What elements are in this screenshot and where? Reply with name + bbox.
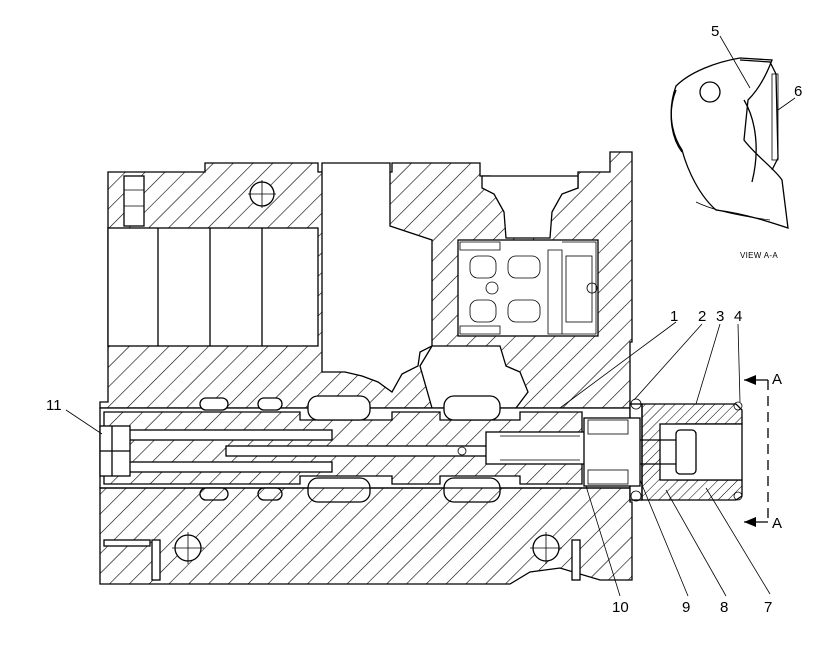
- callout-10: 10: [612, 599, 629, 616]
- left-bore: [107, 227, 319, 347]
- callout-6: 6: [794, 83, 802, 100]
- view-a-a-inset: VIEW A-A: [670, 57, 789, 260]
- callout-5: 5: [711, 23, 719, 40]
- callout-4: 4: [734, 308, 742, 325]
- section-line-a-a: A A: [744, 371, 782, 532]
- view-caption: VIEW A-A: [740, 251, 778, 260]
- center-drill-bore: [225, 445, 497, 457]
- upper-port: [481, 175, 579, 239]
- callout-numbers: 1 2 3 4 5 6 7 8 9 10 11: [46, 23, 802, 616]
- spring-bore: [485, 431, 587, 465]
- inset-port-circle: [699, 81, 721, 103]
- callout-1: 1: [670, 308, 678, 325]
- center-passage: [321, 162, 433, 393]
- callout-2: 2: [698, 308, 706, 325]
- top-left-fitting: [123, 175, 145, 227]
- callout-3: 3: [716, 308, 724, 325]
- leader-lines: [65, 35, 796, 597]
- upper-drill-bore: [111, 429, 333, 441]
- callout-9: 9: [682, 599, 690, 616]
- valve-body: [99, 151, 743, 585]
- callout-7: 7: [764, 599, 772, 616]
- section-marker-bottom: A: [772, 515, 782, 532]
- callout-11: 11: [46, 397, 62, 414]
- end-cap-assembly: [583, 398, 743, 502]
- callout-8: 8: [720, 599, 728, 616]
- lower-drill-bore: [111, 461, 333, 473]
- section-marker-top: A: [772, 371, 782, 388]
